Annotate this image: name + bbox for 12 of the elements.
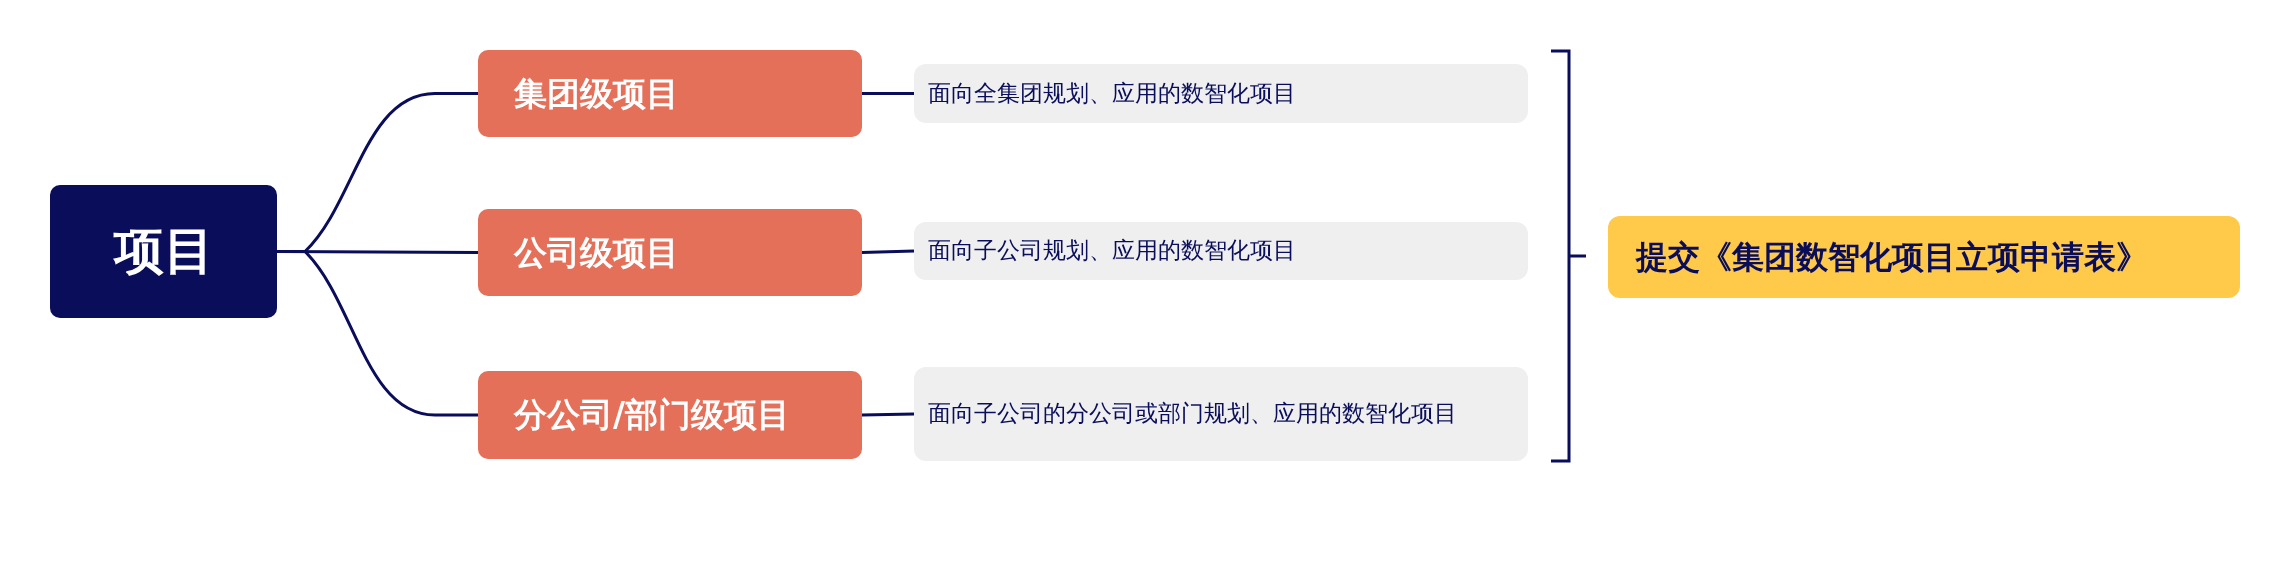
root-box: 项目 bbox=[50, 185, 277, 318]
result-box: 提交《集团数智化项目立项申请表》 bbox=[1608, 216, 2240, 298]
connector-line bbox=[862, 92, 914, 95]
category-box: 集团级项目 bbox=[478, 50, 862, 137]
description-box: 面向子公司的分公司或部门规划、应用的数智化项目 bbox=[914, 367, 1528, 461]
category-box: 公司级项目 bbox=[478, 209, 862, 296]
category-box: 分公司/部门级项目 bbox=[478, 371, 862, 459]
connector-line bbox=[861, 249, 915, 254]
connector-line bbox=[277, 250, 478, 417]
description-box: 面向子公司规划、应用的数智化项目 bbox=[914, 222, 1528, 280]
description-box: 面向全集团规划、应用的数智化项目 bbox=[914, 64, 1528, 123]
connector-line bbox=[861, 412, 915, 417]
